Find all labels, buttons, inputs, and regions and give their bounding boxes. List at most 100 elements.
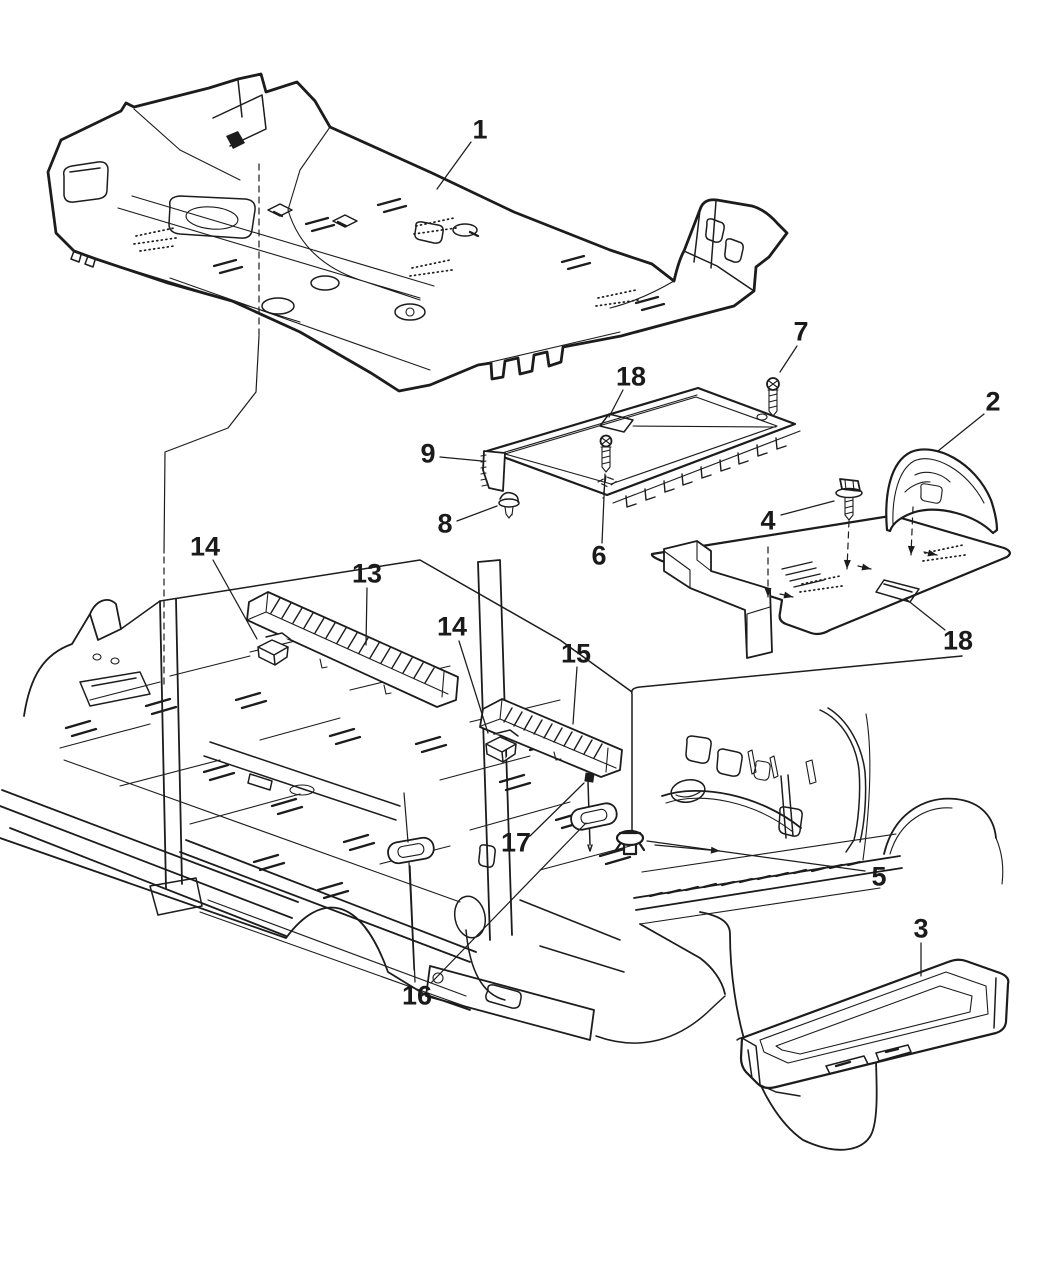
front-lower-edge [0,837,471,1011]
callout-1: 1 [472,114,488,145]
carpet-1-pod-b [310,275,340,291]
callout-3: 3 [913,913,929,944]
tray-end-details [741,977,997,1097]
panel-hooks [625,437,787,508]
d-pillar [819,707,867,853]
flange-outline [663,540,773,659]
clip-14-left [257,632,291,666]
cowl-hole-a [92,653,102,661]
left-pillar-foot [149,877,203,916]
flange-inner [663,540,771,659]
leader-line [458,640,489,734]
part-9-end-flange [480,450,506,492]
quarter-wheel-arch [661,790,802,829]
arrowhead [843,559,851,569]
scuff-15-ribs [503,707,603,759]
callout-17: 17 [500,827,532,858]
clip-14-right [485,729,519,763]
cowl-bracket [79,671,151,707]
carpet-1-tunnel-lines [683,200,755,292]
tray-handle-ticks [834,1047,900,1068]
rear-wheelhouse [883,797,997,855]
carpet-1-outline [46,72,789,393]
tray-cavity [775,985,973,1055]
callout-8: 8 [437,508,453,539]
carpet-2-hump-inner [892,458,985,525]
tray-location-curve [699,911,878,1151]
arrowhead [783,591,793,599]
pin-8-stem [504,506,514,519]
quarter-wheel-arch-inner [665,797,794,833]
carpet-1-pod-a [261,297,295,315]
rear-lower-edge [639,923,726,995]
panel-front-rail [612,430,801,504]
bolt-4 [835,478,863,521]
callout-overlay [163,141,985,984]
panel-outline [485,386,797,497]
carpet-2-tab [875,579,920,603]
pin-8-flange [498,498,520,508]
carpet-1-pod-e [414,221,444,244]
screw-7 [766,377,780,417]
leader-line [780,500,835,516]
part-15-scuff-plate [479,698,623,778]
quarter-border [630,655,963,837]
left-pillar [159,598,183,889]
leader-line [430,822,587,984]
carpet-1-pod-c-hole [405,307,415,317]
pin-8-cap [499,491,519,503]
carpet-1-left-pod [62,161,109,203]
leader-line [846,520,850,570]
callout-13: 13 [351,558,383,589]
clip-14-right-shape [485,729,519,763]
leader-line [409,865,416,983]
leader-line [905,598,946,631]
arrowhead [927,549,937,557]
callout-18: 18 [615,361,647,392]
carpet-1-seat-cup-oval [185,206,239,230]
frame-horn-ring [432,972,444,984]
screw-6-shank [600,437,612,473]
part-1-front-floor-carpet [46,72,789,393]
carpet-1-seat-cup [168,195,256,239]
liftgate-edge [862,713,871,861]
leader-line [436,141,472,190]
flange-9-serration [480,454,488,487]
cowl-hole-b [110,657,120,665]
retainer-16-left [387,836,435,865]
leader-line [572,666,578,725]
leader-line [646,840,866,872]
retainer-right-inner [580,808,608,825]
carpet-1-contours [95,108,675,371]
quarter-struts [778,774,803,839]
quarter-window-b [716,748,743,777]
scuff-13-pegs [319,658,392,695]
carpet-1-pod-c [394,303,426,321]
rear-sill-extra [639,833,897,925]
grommet-5-stem [614,831,646,856]
screw-17-head [584,772,595,783]
callout-6: 6 [591,540,607,571]
body-shell-front-section [0,559,726,1044]
scuff-13-edges [246,591,449,698]
frame-horn [425,965,595,1041]
bolt-4-flange [835,487,863,499]
leader-line [529,782,585,837]
quarter-oval-inner [675,791,701,798]
seat-crossmember [203,741,401,821]
leader-line [910,506,914,556]
carpet-2-front-flange [663,540,773,659]
callout-14: 14 [436,611,468,642]
cowl-outline [23,599,122,717]
retainer-right-outer [570,802,618,831]
callout-7: 7 [793,316,809,347]
tray-outline [739,958,1010,1090]
leader-line [365,587,368,646]
scuff-15-edges [480,698,617,773]
part-2-rear-cargo-carpet [650,448,1011,659]
lower-tail-edge [519,899,726,1044]
frame-horn-hole [485,984,522,1009]
scuff-15-peg [553,751,562,761]
clip-14-left-shape [257,632,291,666]
